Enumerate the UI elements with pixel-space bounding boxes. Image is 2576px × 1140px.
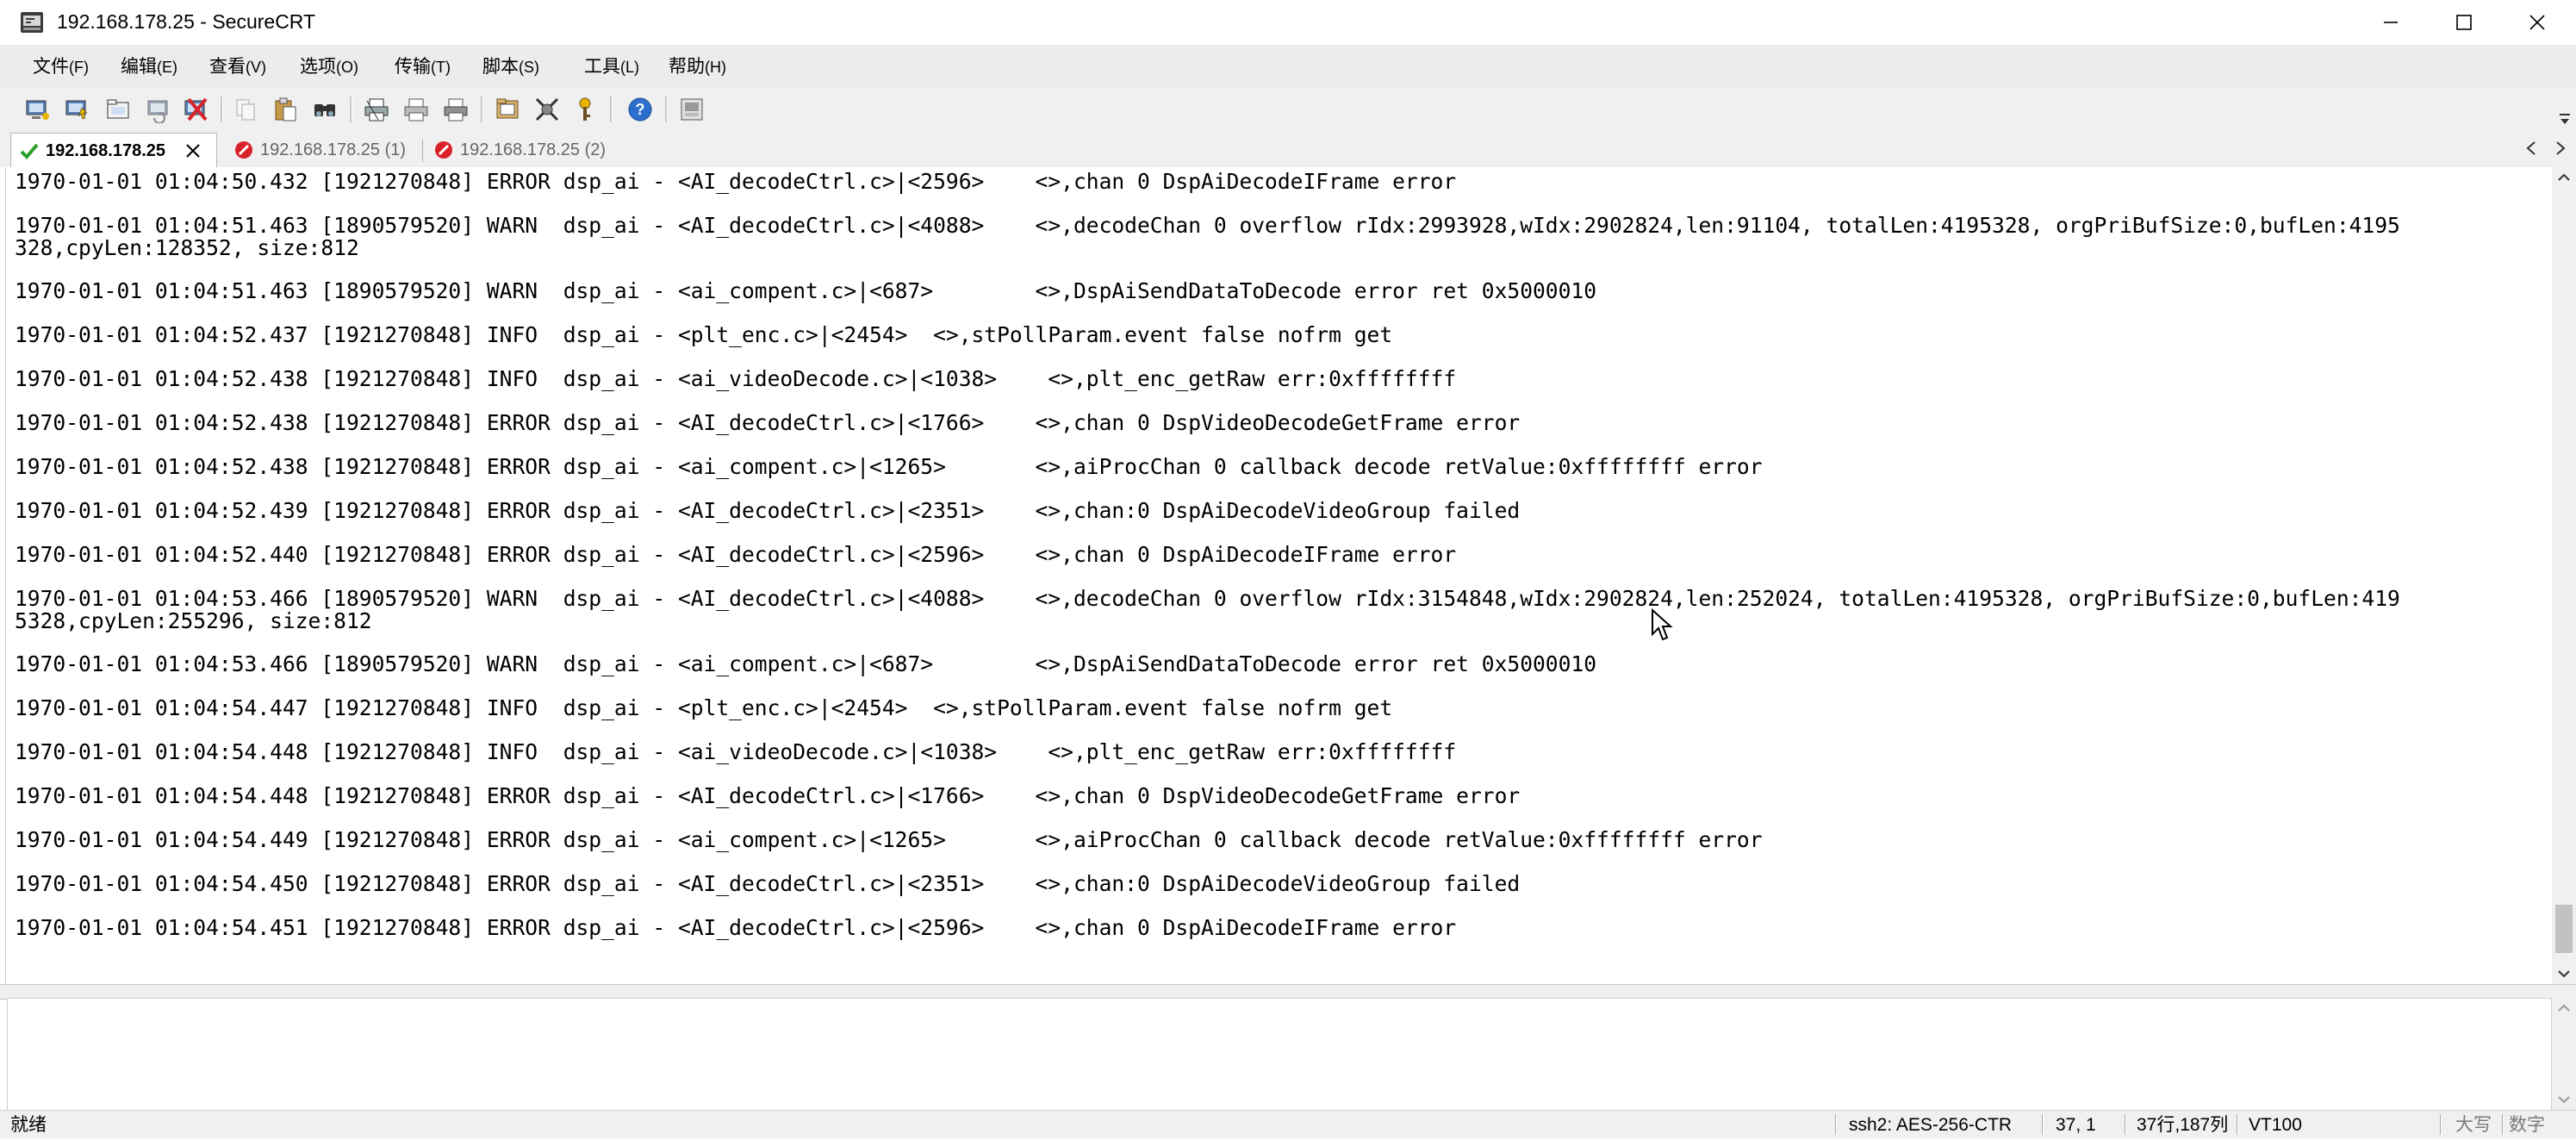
tab-label: 192.168.178.25 (2) [460, 140, 607, 159]
log-line: 1970-01-01 01:04:50.432 [1921270848] ERR… [15, 169, 1457, 194]
log-line: 1970-01-01 01:04:52.438 [1921270848] ERR… [15, 454, 1763, 479]
disconnect-icon[interactable] [181, 95, 210, 124]
tab-label: 192.168.178.25 (1) [260, 140, 407, 159]
status-ready: 就绪 [10, 1115, 47, 1135]
scroll-down-icon[interactable] [2555, 1091, 2573, 1108]
mouse-pointer-icon [1652, 608, 1673, 641]
global-options-icon[interactable] [532, 95, 562, 124]
tab-close-icon[interactable] [184, 142, 202, 159]
minimize-icon[interactable] [2352, 0, 2430, 45]
connected-check-icon [20, 143, 39, 159]
tab-label: 192.168.178.25 [46, 140, 166, 160]
tab-session-active[interactable]: 192.168.178.25 [10, 133, 217, 168]
log-line: 1970-01-01 01:04:54.448 [1921270848] INF… [15, 739, 1457, 764]
log-line: 1970-01-01 01:04:52.440 [1921270848] ERR… [15, 542, 1457, 567]
log-line: 1970-01-01 01:04:54.447 [1921270848] INF… [15, 695, 1393, 720]
copy-icon[interactable] [231, 95, 260, 124]
maximize-icon[interactable] [2425, 0, 2503, 45]
log-line: 1970-01-01 01:04:54.449 [1921270848] ERR… [15, 827, 1763, 852]
log-line: 5328,cpyLen:255296, size:812 [15, 608, 372, 633]
session-options-icon[interactable] [493, 95, 522, 124]
status-bar: 就绪 ssh2: AES-256-CTR 37, 1 37行,187列 VT10… [0, 1110, 2576, 1138]
disconnected-icon [235, 141, 252, 159]
print-setup-icon[interactable] [441, 95, 470, 124]
status-num: 数字 [2509, 1115, 2545, 1135]
menu-help[interactable]: 帮助(H) [669, 57, 726, 77]
log-line: 1970-01-01 01:04:51.463 [1890579520] WAR… [15, 278, 1597, 303]
connect-tab-icon[interactable] [103, 95, 133, 124]
log-line: 1970-01-01 01:04:54.450 [1921270848] ERR… [15, 871, 1521, 896]
command-window-scrollbar[interactable] [2552, 998, 2576, 1110]
command-window[interactable] [7, 998, 2552, 1112]
log-line: 1970-01-01 01:04:52.437 [1921270848] INF… [15, 322, 1393, 347]
tab-session-2[interactable]: 192.168.178.25 (2) [426, 133, 620, 167]
scrollbar-thumb[interactable] [2555, 905, 2573, 953]
status-emulation: VT100 [2249, 1115, 2302, 1135]
menu-bar: 文件(F) 编辑(E) 查看(V) 选项(O) 传输(T) 脚本(S) 工具(L… [0, 45, 2576, 88]
status-cipher: ssh2: AES-256-CTR [1849, 1115, 2013, 1135]
print-selection-icon[interactable] [401, 95, 431, 124]
print-icon[interactable] [362, 95, 391, 124]
reconnect-icon[interactable] [143, 95, 172, 124]
menu-script[interactable]: 脚本(S) [482, 57, 539, 77]
connect-icon[interactable] [22, 95, 52, 124]
log-line: 1970-01-01 01:04:53.466 [1890579520] WAR… [15, 651, 1597, 676]
tab-bar: 192.168.178.25 192.168.178.25 (1) 192.16… [0, 129, 2576, 168]
log-line: 1970-01-01 01:04:52.438 [1921270848] INF… [15, 366, 1457, 391]
scroll-up-icon[interactable] [2555, 169, 2573, 186]
log-line: 1970-01-01 01:04:54.448 [1921270848] ERR… [15, 783, 1521, 808]
key-icon[interactable] [570, 95, 600, 124]
menu-file[interactable]: 文件(F) [33, 57, 89, 77]
quick-connect-icon[interactable] [62, 95, 91, 124]
toolbar: ? [0, 88, 2576, 130]
log-line: 1970-01-01 01:04:53.466 [1890579520] WAR… [15, 586, 2400, 611]
window-title: 192.168.178.25 - SecureCRT [57, 10, 316, 33]
svg-text:?: ? [636, 101, 645, 118]
tab-scroll-left-icon[interactable] [2521, 131, 2542, 165]
help-icon[interactable]: ? [625, 95, 655, 124]
paste-icon[interactable] [271, 95, 300, 124]
menu-view[interactable]: 查看(V) [209, 57, 266, 77]
log-line: 1970-01-01 01:04:52.438 [1921270848] ERR… [15, 410, 1521, 435]
menu-edit[interactable]: 编辑(E) [121, 57, 177, 77]
tab-session-1[interactable]: 192.168.178.25 (1) [226, 133, 417, 167]
status-caps: 大写 [2455, 1115, 2492, 1135]
close-icon[interactable] [2498, 0, 2576, 45]
map-keys-icon[interactable] [677, 95, 706, 124]
menu-transfer[interactable]: 传输(T) [395, 57, 451, 77]
find-icon[interactable] [310, 95, 339, 124]
status-cursor-pos: 37, 1 [2056, 1115, 2096, 1135]
disconnected-icon [435, 141, 452, 159]
terminal-output[interactable]: 1970-01-01 01:04:50.432 [1921270848] ERR… [5, 167, 2551, 984]
securecrt-app-icon [21, 12, 43, 33]
menu-tools[interactable]: 工具(L) [584, 57, 639, 77]
scroll-down-icon[interactable] [2555, 965, 2573, 982]
tab-scroll-right-icon[interactable] [2550, 131, 2571, 165]
toolbar-overflow-icon[interactable] [2559, 110, 2571, 126]
scroll-up-icon[interactable] [2555, 1000, 2573, 1017]
menu-options[interactable]: 选项(O) [300, 57, 358, 77]
terminal-scrollbar[interactable] [2552, 167, 2576, 984]
status-size: 37行,187列 [2137, 1115, 2229, 1135]
title-bar: 192.168.178.25 - SecureCRT [0, 0, 2576, 45]
log-line: 1970-01-01 01:04:52.439 [1921270848] ERR… [15, 498, 1521, 523]
log-line: 328,cpyLen:128352, size:812 [15, 235, 359, 260]
log-line: 1970-01-01 01:04:54.451 [1921270848] ERR… [15, 915, 1457, 940]
log-line: 1970-01-01 01:04:51.463 [1890579520] WAR… [15, 213, 2400, 238]
